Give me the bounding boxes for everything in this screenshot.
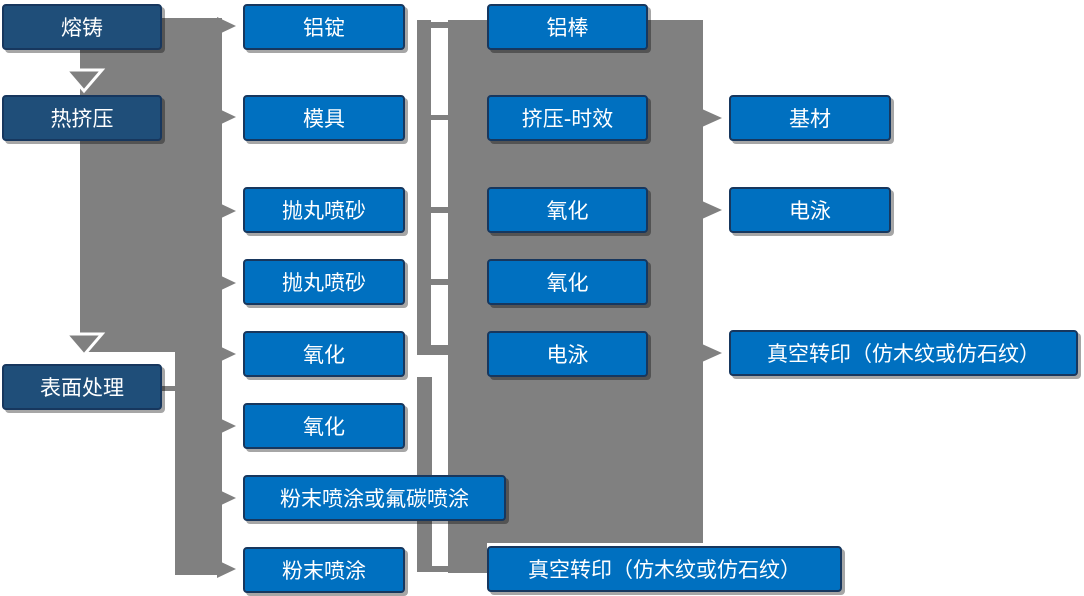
right-arrow-icon [702, 109, 722, 127]
right-arrow-icon [217, 202, 236, 220]
node-extrusion-aging: 挤压-时效 [487, 95, 648, 141]
mid-rail-upper [417, 20, 431, 355]
right-arrow-icon [217, 489, 236, 507]
extrusion-block-extension [448, 543, 487, 573]
right-arrow-icon [702, 344, 722, 362]
node-surface-treatment: 表面处理 [2, 364, 162, 410]
right-arrow-icon [217, 17, 236, 35]
node-hot-extrusion: 热挤压 [2, 95, 162, 141]
right-arrow-icon [217, 108, 236, 126]
node-base-material: 基材 [729, 95, 891, 141]
flow-band-surface [175, 352, 222, 575]
node-vacuum-transfer-print-2: 真空转印（仿木纹或仿石纹） [729, 330, 1078, 376]
node-oxidation-4: 氧化 [487, 259, 648, 305]
mid-stub [431, 345, 448, 355]
right-arrow-icon [217, 417, 236, 435]
down-arrow-icon [62, 68, 106, 94]
right-arrow-icon [217, 560, 236, 578]
node-electrophoresis-2: 电泳 [729, 187, 891, 233]
right-arrow-icon [217, 274, 236, 292]
node-oxidation-1: 氧化 [243, 331, 405, 377]
node-melting-casting: 熔铸 [2, 4, 162, 50]
node-oxidation-2: 氧化 [243, 403, 405, 449]
node-powder-or-fluorocarbon-coating: 粉末喷涂或氟碳喷涂 [243, 475, 506, 521]
node-shot-blasting-1: 抛丸喷砂 [243, 187, 405, 233]
mid-stub [431, 115, 448, 120]
node-aluminum-ingot: 铝锭 [243, 4, 405, 50]
down-arrow-icon [62, 332, 106, 358]
node-electrophoresis-1: 电泳 [487, 331, 648, 377]
node-aluminum-rod: 铝棒 [487, 4, 648, 50]
node-powder-coating: 粉末喷涂 [243, 547, 405, 593]
node-vacuum-transfer-print-1: 真空转印（仿木纹或仿石纹） [487, 546, 842, 592]
node-shot-blasting-2: 抛丸喷砂 [243, 259, 405, 305]
mid-stub [431, 566, 448, 572]
node-mold: 模具 [243, 95, 405, 141]
node-oxidation-3: 氧化 [487, 187, 648, 233]
right-arrow-icon [217, 345, 236, 363]
flow-band-main [80, 18, 222, 352]
mid-stub [431, 22, 448, 28]
connector-stub-surface [162, 386, 176, 391]
mid-stub [431, 207, 448, 213]
mid-stub [431, 279, 448, 285]
mid-rail-lower [417, 377, 432, 572]
right-arrow-icon [702, 201, 722, 219]
